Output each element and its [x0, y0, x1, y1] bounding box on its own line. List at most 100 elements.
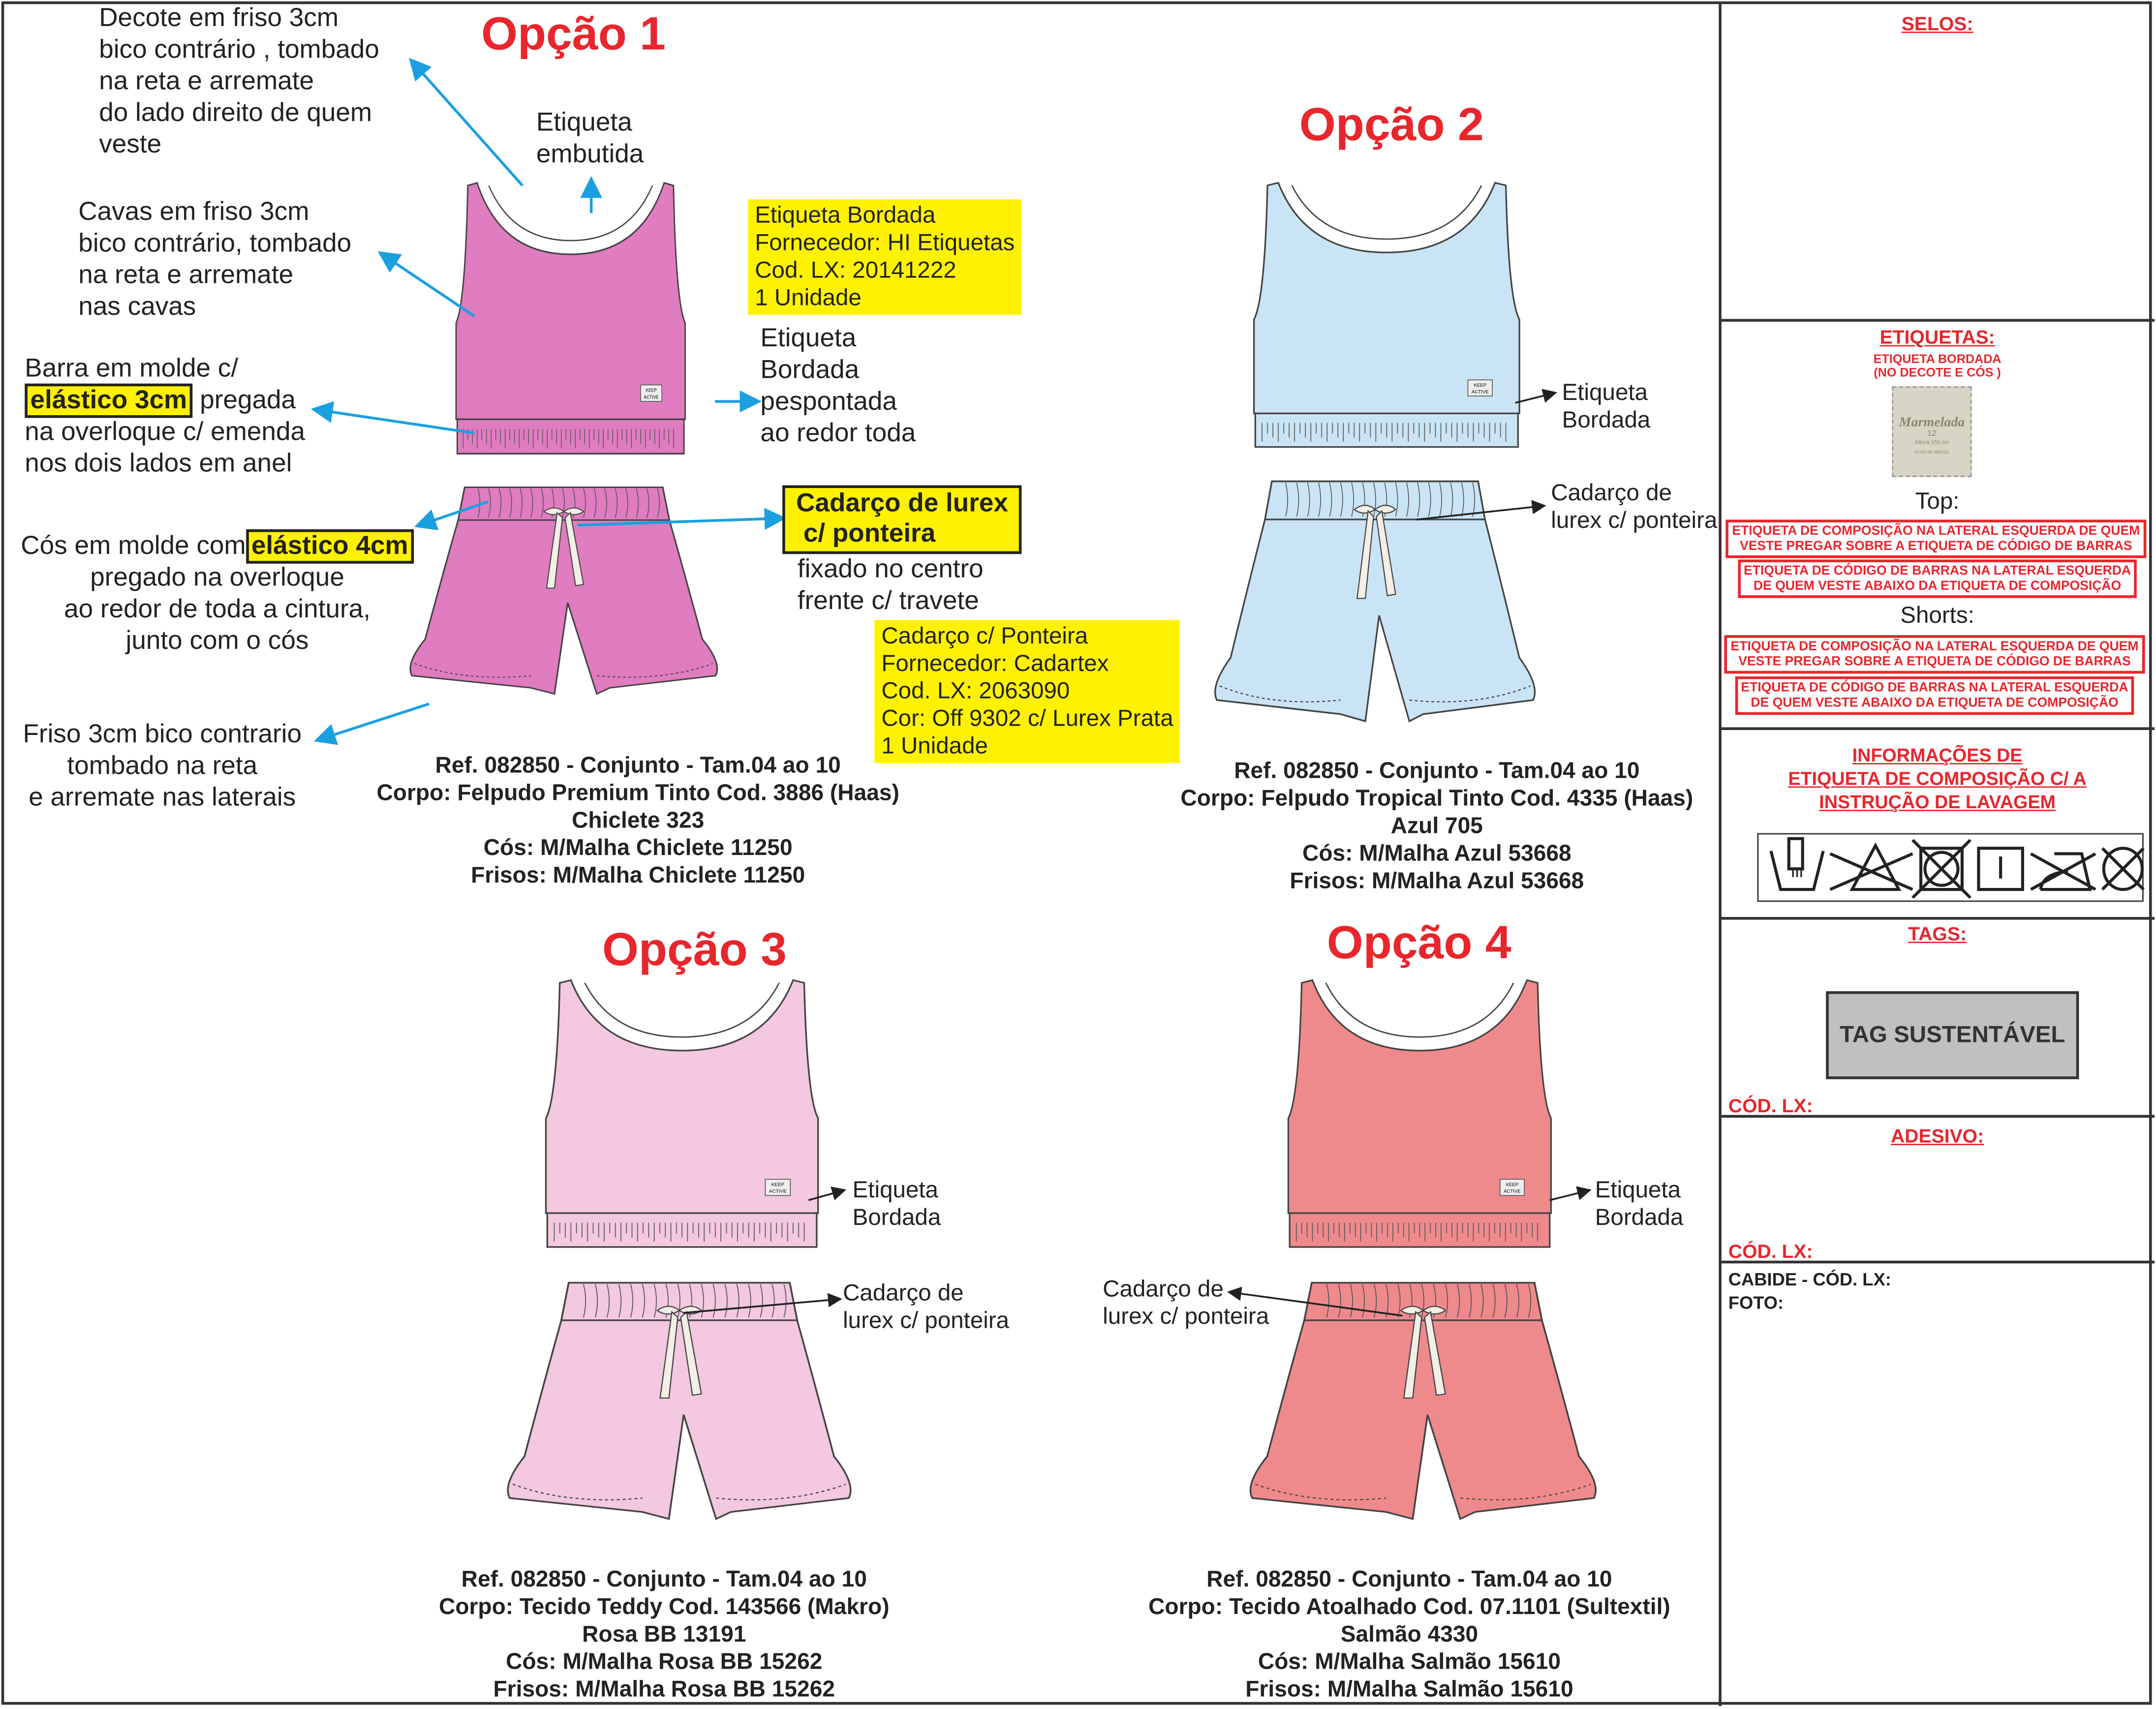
cabide-block: CABIDE - CÓD. LX: FOTO:: [1728, 1268, 1891, 1314]
note-cavas: Cavas em friso 3cm bico contrário, tomba…: [78, 198, 352, 322]
selos-heading: SELOS:: [1901, 12, 1973, 34]
label-brand: Marmelada: [1899, 415, 1965, 430]
etiqueta-bordada-note: ETIQUETA BORDADA (NO DECOTE E CÓS ): [1873, 352, 2002, 380]
highlight-elastico-3cm: elástico 3cm: [25, 383, 193, 418]
note-etiqueta-embutida: Etiqueta embutida: [536, 108, 644, 169]
shorts-composition-note: ETIQUETA DE COMPOSIÇÃO NA LATERAL ESQUER…: [1724, 635, 2145, 674]
care-symbols: [1769, 837, 2145, 899]
do-not-dry-clean-icon: [2101, 847, 2145, 891]
foto-label: FOTO:: [1728, 1292, 1784, 1313]
shorts-drawing: [409, 486, 718, 695]
note-barra: Barra em molde c/ elástico 3cm pregada n…: [25, 353, 305, 480]
note-friso: Friso 3cm bico contrario tombado na reta…: [23, 720, 302, 813]
adesivo-heading: ADESIVO:: [1891, 1124, 1984, 1147]
hand-wash-icon: [1769, 837, 1825, 891]
option-2-cord-note: Cadarço de lurex c/ ponteira: [1551, 480, 1718, 534]
shorts-barcode-note: ETIQUETA DE CÓDIGO DE BARRAS NA LATERAL …: [1735, 676, 2134, 715]
note-barra-line1: Barra em molde c/: [25, 355, 239, 384]
spec-line: Ref. 082850 - Conjunto - Tam.04 ao 10: [1234, 759, 1640, 784]
spec-line: Rosa BB 13191: [582, 1622, 746, 1647]
option-4-cord-note: Cadarço de lurex c/ ponteira: [1103, 1276, 1269, 1330]
informacoes-heading: INFORMAÇÕES DE ETIQUETA DE COMPOSIÇÃO C/…: [1788, 745, 2087, 813]
care-symbols-box: [1757, 833, 2145, 902]
line-dry-icon: [1977, 847, 2024, 891]
label-height: Altura 150 cm: [1914, 438, 1949, 446]
top-barcode-note: ETIQUETA DE CÓDIGO DE BARRAS NA LATERAL …: [1738, 559, 2137, 598]
option-2-label-note: Etiqueta Bordada: [1562, 379, 1651, 433]
brand-label-image: Marmelada 12 Altura 150 cm FEITO NO BRAS…: [1892, 386, 1972, 477]
tags-cod-lx: CÓD. LX:: [1728, 1094, 1813, 1117]
tags-heading: TAGS:: [1908, 922, 1967, 945]
spec-line: Cós: M/Malha Salmão 15610: [1258, 1649, 1561, 1675]
note-cos-pre: Cós em molde com: [21, 532, 246, 561]
option-1-title: Opção 1: [481, 8, 666, 61]
note-cadarco-fixado: fixado no centro frente c/ travete: [797, 555, 984, 616]
option-2-top: KEEP ACTIVE: [1251, 179, 1522, 454]
do-not-iron-icon: [2030, 852, 2096, 891]
svg-text:ACTIVE: ACTIVE: [1504, 1189, 1520, 1194]
etiqueta-supplier-box: Etiqueta Bordada Fornecedor: HI Etiqueta…: [748, 199, 1022, 315]
spec-line: Ref. 082850 - Conjunto - Tam.04 ao 10: [435, 753, 841, 778]
option-1-spec: Ref. 082850 - Conjunto - Tam.04 ao 10 Cor…: [377, 752, 899, 889]
shorts-drawing: [1214, 480, 1536, 723]
cabide-cod-lx: CABIDE - CÓD. LX:: [1728, 1269, 1891, 1290]
option-2-shorts: [1203, 474, 1547, 742]
spec-line: Frisos: M/Malha Azul 53668: [1290, 869, 1584, 894]
option-3-cord-note: Cadarço de lurex c/ ponteira: [843, 1280, 1010, 1334]
option-1-shorts: [399, 481, 729, 712]
do-not-tumble-dry-icon: [1911, 839, 1971, 899]
svg-text:KEEP: KEEP: [1506, 1182, 1518, 1188]
note-etiqueta-pespontada: Etiqueta Bordada pespontada ao redor tod…: [760, 324, 916, 449]
svg-text:KEEP: KEEP: [771, 1182, 784, 1188]
highlight-elastico-4cm: elástico 4cm: [246, 529, 414, 564]
spec-line: Corpo: Felpudo Premium Tinto Cod. 3886 (…: [376, 781, 899, 806]
tank-top-drawing: KEEP ACTIVE: [455, 182, 686, 455]
spec-line: Ref. 082850 - Conjunto - Tam.04 ao 10: [1206, 1567, 1612, 1592]
label-origin: FEITO NO BRASIL: [1914, 449, 1950, 456]
spec-line: Azul 705: [1390, 814, 1483, 839]
tank-top-drawing: KEEP ACTIVE: [545, 979, 819, 1248]
spec-line: Cós: M/Malha Rosa BB 15262: [506, 1649, 823, 1675]
spec-line: Ref. 082850 - Conjunto - Tam.04 ao 10: [461, 1567, 867, 1592]
svg-text:ACTIVE: ACTIVE: [644, 395, 659, 400]
top-composition-note: ETIQUETA DE COMPOSIÇÃO NA LATERAL ESQUER…: [1725, 519, 2147, 558]
svg-text:ACTIVE: ACTIVE: [769, 1189, 787, 1194]
option-4-top: KEEP ACTIVE: [1286, 976, 1554, 1254]
spec-line: Chiclete 323: [572, 808, 705, 833]
label-size: 12: [1927, 430, 1937, 439]
shorts-drawing: [507, 1282, 852, 1521]
option-3-title: Opção 3: [602, 923, 787, 977]
annotation-arrows: [310, 58, 1592, 1317]
tank-top-drawing: KEEP ACTIVE: [1253, 182, 1520, 448]
option-1-top: KEEP ACTIVE: [454, 179, 687, 460]
highlight-cadarco: Cadarço de lurex c/ ponteira: [782, 485, 1022, 554]
spec-line: Salmão 4330: [1340, 1622, 1478, 1647]
tank-top-drawing: KEEP ACTIVE: [1287, 979, 1552, 1248]
spec-line: Frisos: M/Malha Rosa BB 15262: [493, 1677, 835, 1702]
option-3-label-note: Etiqueta Bordada: [852, 1177, 941, 1231]
divider: [1720, 319, 2155, 322]
tag-sustentavel: TAG SUSTENTÁVEL: [1826, 991, 2079, 1079]
spec-line: Frisos: M/Malha Chiclete 11250: [471, 863, 805, 888]
panel-divider: [1719, 1, 1722, 1707]
note-barra-rest: na overloque c/ emenda nos dois lados em…: [25, 418, 306, 479]
option-4-title: Opção 4: [1326, 916, 1511, 970]
do-not-bleach-icon: [1829, 842, 1913, 891]
divider: [1720, 1260, 2155, 1264]
option-4-label-note: Etiqueta Bordada: [1595, 1177, 1684, 1231]
spec-line: Frisos: M/Malha Salmão 15610: [1245, 1677, 1573, 1702]
spec-line: Cós: M/Malha Chiclete 11250: [483, 836, 793, 861]
spec-line: Corpo: Tecido Atoalhado Cod. 07.1101 (Su…: [1148, 1594, 1670, 1620]
etiquetas-heading: ETIQUETAS:: [1879, 326, 1995, 348]
note-barra-post: pregada: [192, 386, 296, 415]
spec-line: Corpo: Felpudo Tropical Tinto Cod. 4335 …: [1180, 786, 1694, 811]
note-decote: Decote em friso 3cm bico contrário , tom…: [99, 4, 379, 160]
svg-text:KEEP: KEEP: [1474, 383, 1486, 388]
svg-text:KEEP: KEEP: [646, 388, 657, 393]
option-2-title: Opção 2: [1299, 99, 1484, 152]
